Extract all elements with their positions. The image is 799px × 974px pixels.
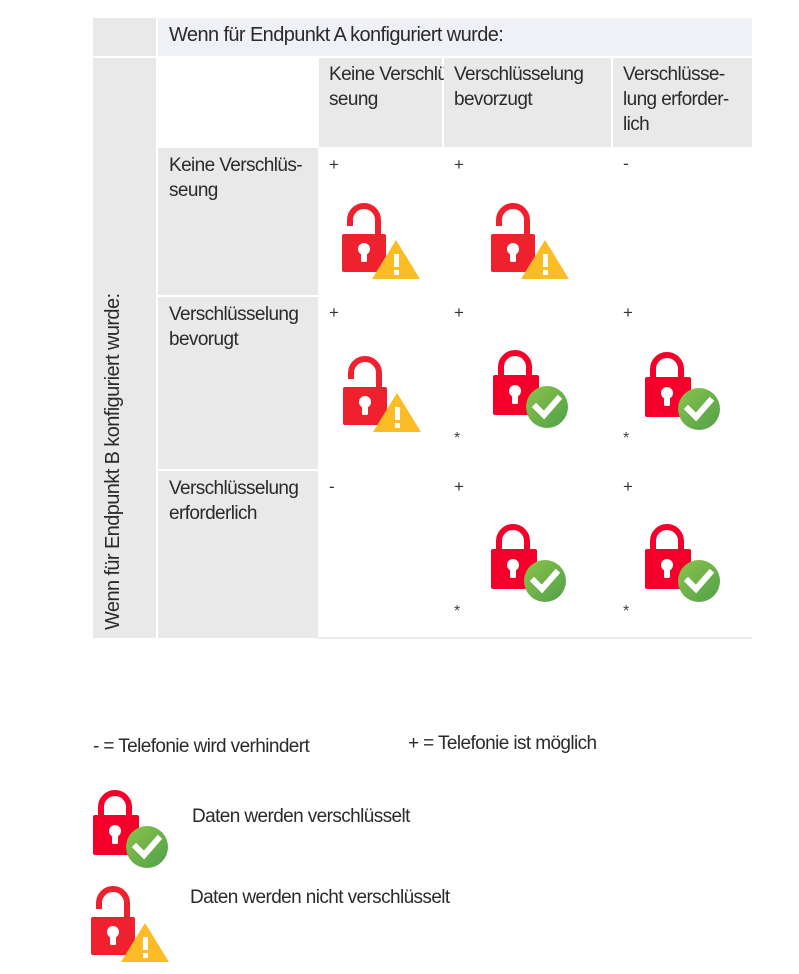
column-header-encryption-required: Verschlüsse- lung erforder- lich (613, 58, 752, 147)
telephony-mark: - (623, 154, 629, 173)
legend-encrypted: Daten werden verschlüsselt (192, 806, 410, 827)
telephony-mark: + (623, 303, 633, 322)
table-cell: + * (613, 471, 752, 637)
row-header-encryption-required: Verschlüsselung erforderlich (158, 471, 318, 638)
telephony-mark: + (329, 155, 339, 174)
table-cell: + * (613, 297, 752, 469)
locked-check-icon (643, 521, 723, 603)
endpoint-a-header: Wenn für Endpunkt A konfiguriert wurde: (158, 18, 752, 56)
telephony-mark: + (623, 477, 633, 496)
row-header-no-encryption: Keine Verschlüs- seung (158, 148, 318, 295)
unlocked-warning-icon (341, 351, 421, 433)
telephony-mark: + (454, 155, 464, 174)
endpoint-a-header-text: Wenn für Endpunkt A konfiguriert wurde: (169, 24, 504, 46)
table-cell: + * (444, 297, 611, 469)
telephony-mark: - (329, 477, 335, 496)
corner-cell (93, 18, 156, 56)
footnote-asterisk: * (454, 430, 461, 447)
endpoint-b-header: Wenn für Endpunkt B konfiguriert wurde: (93, 58, 156, 638)
column-header-no-encryption: Keine Verschlüs- seung (319, 58, 463, 147)
column-header-label: Verschlüsselung bevorzugt (454, 64, 584, 110)
table-cell: + (319, 297, 442, 469)
endpoint-b-header-text: Wenn für Endpunkt B konfiguriert wurde: (102, 293, 124, 630)
row-header-label: Verschlüsselung erforderlich (169, 478, 299, 524)
table-bottom-border (318, 637, 752, 639)
legend-not-encrypted: Daten werden nicht verschlüsselt (190, 887, 450, 908)
empty-header-cell (158, 58, 318, 147)
footnote-asterisk: * (623, 603, 630, 620)
footnote-asterisk: * (454, 603, 461, 620)
locked-check-icon (491, 347, 571, 429)
table-cell: - (319, 471, 442, 637)
column-header-label: Keine Verschlüs- seung (329, 64, 463, 110)
legend-locked-check-icon (91, 787, 171, 869)
column-header-label: Verschlüsse- lung erforder- lich (623, 64, 729, 135)
table-cell: + (319, 148, 442, 295)
row-header-encryption-preferred: Verschlüsselung bevorugt (158, 297, 318, 469)
telephony-mark: + (454, 303, 464, 322)
telephony-mark: + (329, 303, 339, 322)
locked-check-icon (489, 521, 569, 603)
row-header-label: Keine Verschlüs- seung (169, 155, 303, 201)
column-header-encryption-preferred: Verschlüsselung bevorzugt (444, 58, 611, 147)
unlocked-warning-icon (340, 198, 420, 280)
legend-minus: - = Telefonie wird verhindert (93, 736, 310, 757)
locked-check-icon (643, 349, 723, 431)
footnote-asterisk: * (623, 430, 630, 447)
unlocked-warning-icon (489, 198, 569, 280)
legend-plus: + = Telefonie ist möglich (408, 733, 597, 754)
table-cell: + * (444, 471, 611, 637)
table-cell: + (444, 148, 611, 295)
row-header-label: Verschlüsselung bevorugt (169, 304, 299, 350)
telephony-mark: + (454, 477, 464, 496)
legend-unlocked-warning-icon (89, 881, 169, 963)
table-cell: - (613, 148, 752, 295)
